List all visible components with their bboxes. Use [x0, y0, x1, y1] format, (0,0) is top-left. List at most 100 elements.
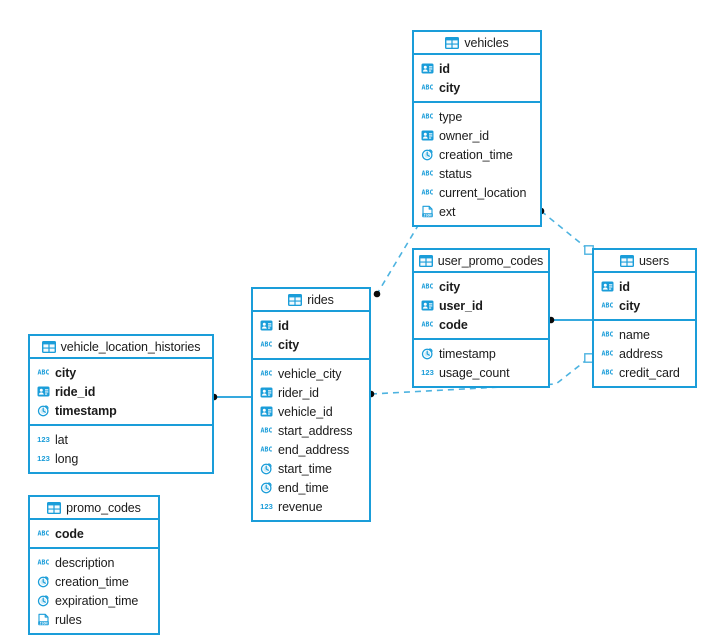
- column-name: creation_time: [55, 574, 129, 589]
- column-name: city: [55, 365, 77, 380]
- abc-text-icon: ABC: [37, 556, 50, 569]
- column-name: timestamp: [439, 346, 496, 361]
- column-name: city: [278, 337, 300, 352]
- column-row-timestamp[interactable]: timestamp: [414, 344, 548, 363]
- abc-text-icon: ABC: [601, 366, 614, 379]
- svg-text:ABC: ABC: [261, 341, 273, 349]
- json-document-icon: JSON: [421, 205, 434, 218]
- 123-number-icon: 123: [37, 433, 50, 446]
- column-name: id: [619, 279, 630, 294]
- table-header-users[interactable]: users: [594, 250, 695, 273]
- relationship-vehicle_location_histories-to-rides[interactable]: [210, 393, 251, 401]
- table-grid-icon: [445, 36, 460, 49]
- svg-text:ABC: ABC: [422, 189, 434, 197]
- table-header-rides[interactable]: rides: [253, 289, 369, 312]
- abc-text-icon: ABC: [421, 186, 434, 199]
- column-row-creation_time[interactable]: creation_time: [30, 572, 158, 591]
- column-name: city: [439, 80, 461, 95]
- key-row-id[interactable]: id: [414, 59, 540, 78]
- abc-text-icon: ABC: [421, 318, 434, 331]
- clock-icon: [37, 404, 50, 417]
- table-grid-icon: [418, 254, 433, 267]
- key-row-city[interactable]: ABC city: [253, 335, 369, 354]
- svg-text:ABC: ABC: [602, 331, 614, 339]
- table-header-vehicles[interactable]: vehicles: [414, 32, 540, 55]
- svg-text:123: 123: [37, 435, 50, 444]
- column-name: end_address: [278, 442, 350, 457]
- 123-number-icon: 123: [260, 500, 273, 513]
- column-row-vehicle_id[interactable]: vehicle_id: [253, 402, 369, 421]
- svg-text:ABC: ABC: [602, 369, 614, 377]
- svg-text:ABC: ABC: [422, 84, 434, 92]
- key-row-user_id[interactable]: user_id: [414, 296, 548, 315]
- clock-icon: [260, 481, 273, 494]
- column-name: usage_count: [439, 365, 510, 380]
- abc-text-icon: ABC: [421, 167, 434, 180]
- column-row-lat[interactable]: 123 lat: [30, 430, 212, 449]
- column-name: owner_id: [439, 128, 489, 143]
- column-name: vehicle_city: [278, 366, 342, 381]
- column-name: start_address: [278, 423, 353, 438]
- column-row-start_time[interactable]: start_time: [253, 459, 369, 478]
- relationship-user_promo_codes-to-users[interactable]: [547, 316, 592, 324]
- column-name: end_time: [278, 480, 329, 495]
- column-name: code: [55, 526, 84, 541]
- svg-text:ABC: ABC: [38, 559, 50, 567]
- svg-text:ABC: ABC: [422, 170, 434, 178]
- table-header-user_promo_codes[interactable]: user_promo_codes: [414, 250, 548, 273]
- relationship-endpoint-dot: [373, 290, 381, 298]
- svg-text:123: 123: [260, 502, 273, 511]
- column-name: long: [55, 451, 79, 466]
- svg-text:ABC: ABC: [602, 350, 614, 358]
- key-row-id[interactable]: id: [594, 277, 695, 296]
- table-title: promo_codes: [66, 500, 141, 515]
- table-header-vehicle_location_histories[interactable]: vehicle_location_histories: [30, 336, 212, 359]
- column-name: id: [439, 61, 450, 76]
- key-row-timestamp[interactable]: timestamp: [30, 401, 212, 420]
- id-card-icon: [260, 319, 273, 332]
- column-row-creation_time[interactable]: creation_time: [414, 145, 540, 164]
- column-row-expiration_time[interactable]: expiration_time: [30, 591, 158, 610]
- column-row-end_time[interactable]: end_time: [253, 478, 369, 497]
- column-row-owner_id[interactable]: owner_id: [414, 126, 540, 145]
- key-row-city[interactable]: ABC city: [414, 78, 540, 97]
- table-header-promo_codes[interactable]: promo_codes: [30, 497, 158, 520]
- svg-text:ABC: ABC: [422, 283, 434, 291]
- column-row-rider_id[interactable]: rider_id: [253, 383, 369, 402]
- id-card-icon: [601, 280, 614, 293]
- column-name: lat: [55, 432, 68, 447]
- key-row-id[interactable]: id: [253, 316, 369, 335]
- key-row-ride_id[interactable]: ride_id: [30, 382, 212, 401]
- svg-text:ABC: ABC: [422, 321, 434, 329]
- table-grid-icon: [41, 340, 56, 353]
